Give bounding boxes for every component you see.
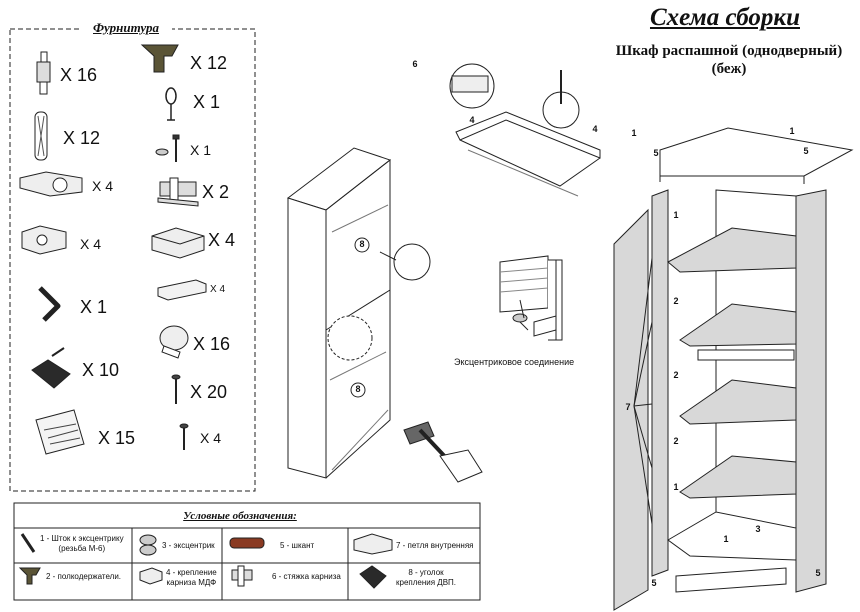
callout-2b: 2 <box>673 370 679 380</box>
callout-1e: 1 <box>723 534 729 544</box>
eccentric-joint-detail <box>499 255 563 341</box>
subtitle-line-2: (беж) <box>711 61 747 77</box>
nails-bag-icon <box>35 409 85 455</box>
qty-small-screw: X 4 <box>200 430 222 446</box>
rail-holder-icon <box>157 279 207 301</box>
subtitle-line-1: Шкаф распашной (однодверный) <box>615 43 843 59</box>
small-screw-icon <box>179 423 189 450</box>
hex-key-icon <box>38 286 61 322</box>
legend-rod-icon <box>20 533 36 553</box>
eccentric-joint-caption: Эксцентриковое соединение <box>454 357 575 367</box>
hammer-icon <box>403 421 483 483</box>
page-title: Схема сборки <box>649 4 800 31</box>
legend-corner-icon <box>359 565 387 589</box>
legend-dowel-icon <box>229 537 265 549</box>
callout-1d: 1 <box>673 482 679 492</box>
callout-4b: 4 <box>592 124 598 134</box>
legend-item-3: 3 - эксцентрик <box>162 541 215 550</box>
rail-tie-icon <box>157 177 199 207</box>
legend-rail-tie-icon <box>231 565 253 587</box>
callout-2c: 2 <box>673 436 679 446</box>
cabinet-back-view <box>286 147 431 479</box>
callout-3: 3 <box>755 524 761 534</box>
inner-hinge-icon <box>19 171 83 197</box>
mdf-rail-bracket-icon <box>151 227 205 259</box>
qty-rail-holder: X 4 <box>210 284 226 295</box>
ring-hook-icon <box>165 87 177 121</box>
legend-item-6: 6 - стяжка карниза <box>272 572 341 581</box>
qty-hex-key: X 1 <box>80 297 108 317</box>
qty-eccentric-rod: X 16 <box>60 65 98 85</box>
callout-5b: 5 <box>803 146 809 156</box>
eccentric-rod-icon <box>36 51 51 95</box>
qty-hinge-plate: X 4 <box>80 236 102 252</box>
legend-item-5: 5 - шкант <box>280 541 315 550</box>
eccentric-cap-icon <box>159 325 189 359</box>
qty-washer-screw: X 1 <box>190 142 212 158</box>
legend-item-2: 2 - полкодержатели. <box>46 572 122 581</box>
qty-dowel: X 12 <box>63 128 101 148</box>
cabinet-exploded-view <box>613 127 854 611</box>
dowel-icon <box>34 111 48 161</box>
callout-8a: 8 <box>359 239 365 249</box>
legend-bracket-icon <box>139 567 163 585</box>
qty-mdf-rail-bracket: X 4 <box>208 230 236 250</box>
page-subtitle: Шкаф распашной (однодверный) (беж) <box>598 42 860 78</box>
hardware-title: Фурнитура <box>80 20 172 36</box>
callout-8b: 8 <box>355 384 361 394</box>
qty-shelf-support: X 12 <box>190 53 228 73</box>
callout-1b: 1 <box>789 126 795 136</box>
callout-5d: 5 <box>815 568 821 578</box>
shelf-support-icon <box>140 44 179 73</box>
qty-corner-bracket: X 10 <box>82 360 120 380</box>
qty-ring-hook: X 1 <box>193 92 221 112</box>
screw-icon <box>171 374 181 404</box>
qty-eccentric-cap: X 16 <box>193 334 231 354</box>
qty-screw: X 20 <box>190 382 228 402</box>
legend-frame <box>13 502 481 601</box>
legend-hinge-icon <box>353 533 393 555</box>
qty-nails-bag: X 15 <box>98 428 136 448</box>
legend-item-7: 7 - петля внутренняя <box>396 541 474 550</box>
callout-5a: 5 <box>653 148 659 158</box>
qty-rail-tie: X 2 <box>202 182 230 202</box>
hinge-plate-icon <box>21 225 67 255</box>
qty-inner-hinge: X 4 <box>92 178 114 194</box>
legend-eccentric-icon <box>139 534 157 556</box>
legend-shelf-support-icon <box>18 567 41 585</box>
callout-6: 6 <box>412 59 418 69</box>
callout-7: 7 <box>625 402 631 412</box>
callout-4a: 4 <box>469 115 475 125</box>
callout-1c: 1 <box>673 210 679 220</box>
rail-detail <box>449 63 601 197</box>
legend-item-1: 1 - Шток к эксцентрику(резьба М-6) <box>40 534 124 553</box>
callout-5c: 5 <box>651 578 657 588</box>
corner-bracket-icon <box>31 347 71 389</box>
legend-title: Условные обозначения: <box>183 510 297 522</box>
callout-1a: 1 <box>631 128 637 138</box>
washer-screw-icon <box>155 134 180 162</box>
callout-2a: 2 <box>673 296 679 306</box>
